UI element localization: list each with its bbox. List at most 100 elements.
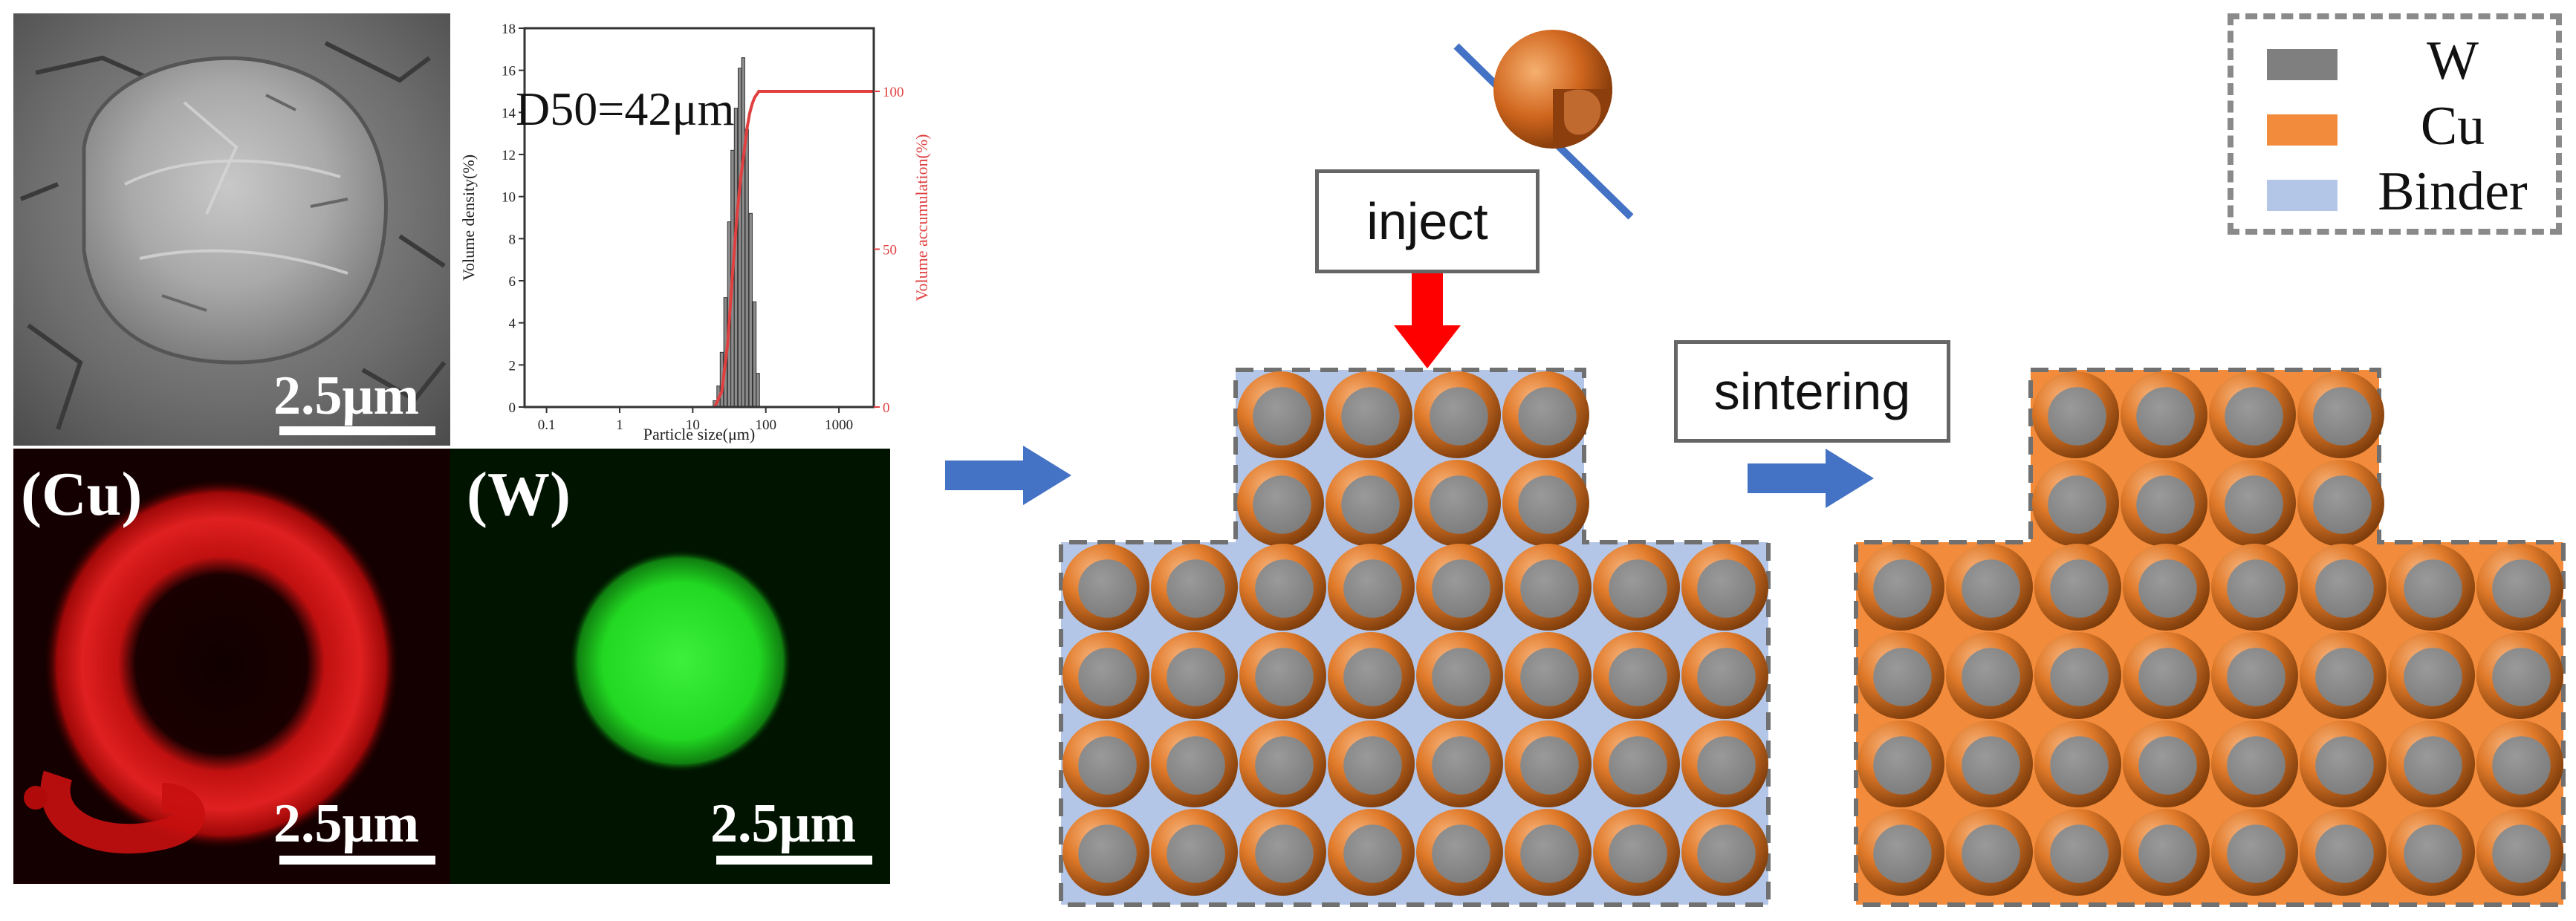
w-core-particle: [1697, 824, 1756, 883]
w-core-particle: [2138, 824, 2197, 883]
w-core-particle: [2225, 475, 2283, 534]
w-core-particle: [2050, 736, 2109, 795]
sem-scale-label: 2.5μm: [273, 365, 420, 426]
w-core-particle: [1255, 824, 1314, 883]
w-core-particle: [1609, 736, 1667, 795]
w-core-particle: [1078, 648, 1137, 706]
psd-y2-tick-label: 0: [883, 400, 890, 416]
psd-y2-ticks: 0 50 100: [874, 85, 904, 416]
w-core-particle: [1432, 559, 1490, 618]
legend-swatch-cu: [2267, 114, 2337, 146]
w-core-particle: [2138, 736, 2197, 795]
psd-y-tick-label: 0: [509, 400, 516, 416]
w-core-particle: [1962, 559, 2020, 618]
inject-arrow: [1394, 273, 1461, 368]
w-core-particle: [1962, 648, 2020, 706]
psd-y2-tick-label: 50: [883, 243, 897, 258]
w-core-particle: [1873, 559, 1932, 618]
w-core-particle: [2404, 736, 2462, 795]
legend-swatch-w: [2267, 49, 2337, 80]
w-core-particle: [1167, 736, 1225, 795]
w-core-particle: [1518, 387, 1577, 446]
edx-cu-signal: [24, 478, 400, 854]
legend-item-cu: Cu: [2267, 97, 2549, 156]
psd-bar: [748, 212, 753, 408]
psd-y-tick-label: 6: [509, 274, 516, 290]
legend-box: W Cu Binder: [2228, 13, 2562, 235]
process-arrow-2: [1748, 449, 1874, 508]
w-core-particle: [1962, 736, 2020, 795]
psd-y2-axis-label: Volume accumulation(%): [912, 134, 931, 301]
w-core-particle: [1341, 475, 1400, 534]
w-core-particle: [2315, 736, 2374, 795]
w-core-particle: [1697, 736, 1756, 795]
psd-x-tick-label: 1: [616, 417, 623, 433]
process-arrow-1: [945, 446, 1071, 505]
psd-x-tick-label: 10: [686, 417, 700, 433]
w-core-particle: [2492, 559, 2551, 618]
w-core-particle: [2050, 559, 2109, 618]
psd-x-tick-label: 0.1: [538, 417, 556, 433]
w-core-particle: [2315, 559, 2374, 618]
w-core-particle: [1167, 559, 1225, 618]
w-core-particle: [2138, 559, 2197, 618]
psd-y2-tick-label: 100: [883, 85, 904, 100]
w-core-particle: [2227, 824, 2285, 883]
green-particle-grid: [1062, 371, 1768, 896]
w-core-particle: [1343, 736, 1402, 795]
sem-scale-bar: [279, 426, 435, 435]
sintered-particle-grid: [1858, 371, 2563, 896]
psd-y-tick-label: 8: [509, 232, 516, 247]
w-core-particle: [2048, 387, 2106, 446]
psd-x-tick-label: 100: [755, 417, 776, 433]
inject-label: inject: [1366, 192, 1488, 250]
edx-cu-scale-label: 2.5μm: [273, 793, 420, 854]
psd-y-tick-label: 4: [509, 316, 516, 332]
w-core-particle: [2313, 387, 2372, 446]
w-core-particle: [2227, 559, 2285, 618]
w-core-particle: [1255, 736, 1314, 795]
w-core-particle: [1078, 559, 1137, 618]
edx-cu-map: (Cu) 2.5μm: [13, 449, 450, 884]
w-core-particle: [1609, 824, 1667, 883]
w-core-particle: [2404, 648, 2462, 706]
inject-label-box: inject: [1315, 169, 1540, 273]
hollow-sphere-icon: [1453, 30, 1634, 220]
psd-bar: [741, 57, 745, 408]
green-part-binder-assembly: [1059, 368, 1771, 907]
w-core-particle: [1078, 824, 1137, 883]
w-core-particle: [2404, 824, 2462, 883]
psd-y-tick-label: 14: [502, 105, 516, 121]
w-core-particle: [1253, 387, 1311, 446]
w-core-particle: [1343, 648, 1402, 706]
w-core-particle: [1962, 824, 2020, 883]
psd-y-tick-label: 2: [509, 358, 516, 374]
w-core-particle: [2225, 387, 2283, 446]
psd-bar: [744, 128, 749, 408]
edx-cu-scale-bar: [279, 856, 435, 865]
psd-bar: [752, 301, 757, 408]
w-core-particle: [2136, 475, 2195, 534]
w-core-particle: [2404, 559, 2462, 618]
psd-y-tick-label: 18: [502, 22, 516, 37]
sintering-label: sintering: [1713, 362, 1911, 420]
psd-x-axis-label: Particle size(μm): [643, 425, 755, 443]
legend-label-w: W: [2427, 30, 2479, 91]
w-core-particle: [2492, 824, 2551, 883]
psd-bar: [756, 373, 760, 408]
w-core-particle: [2136, 387, 2195, 446]
w-core-particle: [2227, 648, 2285, 706]
edx-cu-label: (Cu): [21, 460, 143, 529]
w-core-particle: [1520, 824, 1579, 883]
psd-y-axis-label: Volume density(%): [459, 154, 478, 281]
w-core-particle: [1609, 648, 1667, 706]
w-core-particle: [2048, 475, 2106, 534]
psd-annotation: D50=42μm: [516, 82, 734, 135]
psd-y-tick-label: 10: [502, 190, 516, 206]
w-core-particle: [1343, 559, 1402, 618]
w-core-particle: [2227, 736, 2285, 795]
legend-label-binder: Binder: [2378, 161, 2528, 222]
